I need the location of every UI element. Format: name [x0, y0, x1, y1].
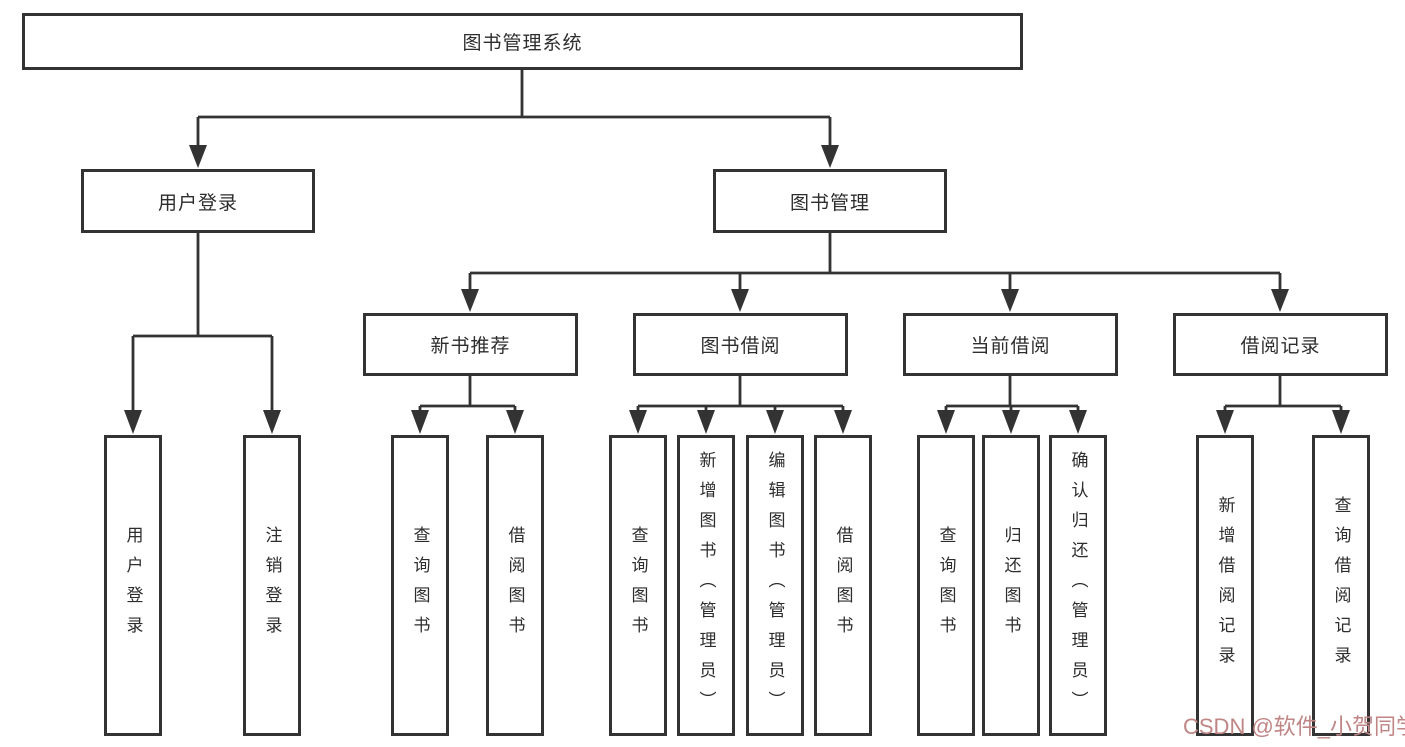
- node-label: 用户登录: [157, 192, 238, 214]
- node-library-management-system: 图书管理系统: [22, 13, 1023, 70]
- leaf-query-books-borrow: 查询图书: [609, 435, 667, 736]
- arrowhead: [697, 410, 715, 434]
- node-label: 确认归还（管理员）: [1068, 450, 1088, 721]
- arrowhead: [766, 410, 784, 434]
- node-label: 新增图书（管理员）: [696, 450, 716, 721]
- leaf-user-login: 用户登录: [104, 435, 162, 736]
- arrowhead: [263, 410, 281, 434]
- node-label: 新增借阅记录: [1215, 495, 1235, 676]
- arrowhead: [1216, 410, 1234, 434]
- leaf-query-borrow-record: 查询借阅记录: [1312, 435, 1370, 736]
- arrowhead: [1069, 410, 1087, 434]
- arrowhead: [124, 410, 142, 434]
- node-label: 新书推荐: [430, 336, 511, 357]
- node-label: 借阅图书: [505, 525, 525, 646]
- node-book-management: 图书管理: [713, 169, 947, 233]
- arrowhead: [461, 289, 479, 312]
- connector-current-borrow-split: [944, 376, 1080, 414]
- node-label: 当前借阅: [970, 336, 1051, 357]
- node-label: 查询图书: [410, 525, 430, 646]
- node-current-borrow: 当前借阅: [903, 313, 1118, 376]
- arrowhead: [1332, 410, 1350, 434]
- node-book-borrow: 图书借阅: [633, 313, 848, 376]
- arrowheads: [124, 145, 1350, 434]
- connector-book-borrow-split: [636, 376, 845, 414]
- node-borrow-record: 借阅记录: [1173, 313, 1388, 376]
- csdn-watermark: CSDN @软件_小贺同学: [1183, 714, 1405, 739]
- leaf-add-borrow-record: 新增借阅记录: [1196, 435, 1254, 736]
- arrowhead: [937, 410, 955, 434]
- node-label: 查询借阅记录: [1331, 495, 1351, 676]
- arrowhead: [1271, 289, 1289, 312]
- leaf-query-books-recommend: 查询图书: [391, 435, 449, 736]
- leaf-return-books: 归还图书: [982, 435, 1040, 736]
- leaf-logout: 注销登录: [243, 435, 301, 736]
- node-label: 图书管理系统: [462, 33, 583, 54]
- connector-user-login-split: [131, 233, 274, 412]
- leaf-borrow-books-recommend: 借阅图书: [486, 435, 544, 736]
- node-label: 图书借阅: [700, 336, 781, 357]
- node-label: 查询图书: [628, 525, 648, 646]
- node-user-login: 用户登录: [81, 169, 315, 233]
- connector-new-book-split: [418, 376, 517, 414]
- connector-book-mgmt-split: [468, 233, 1282, 290]
- node-label: 用户登录: [123, 525, 143, 646]
- connector-root-to-level2: [196, 70, 832, 146]
- arrowhead: [1002, 410, 1020, 434]
- node-label: 归还图书: [1001, 525, 1021, 646]
- arrowhead: [1001, 289, 1019, 312]
- arrowhead: [821, 145, 839, 168]
- leaf-edit-books-admin: 编辑图书（管理员）: [746, 435, 804, 736]
- node-label: 查询图书: [936, 525, 956, 646]
- arrowhead: [834, 410, 852, 434]
- leaf-borrow-books: 借阅图书: [814, 435, 872, 736]
- arrowhead: [506, 410, 524, 434]
- arrowhead: [411, 410, 429, 434]
- arrowhead: [731, 289, 749, 312]
- leaf-query-books-current: 查询图书: [917, 435, 975, 736]
- node-label: 编辑图书（管理员）: [765, 450, 785, 721]
- leaf-add-books-admin: 新增图书（管理员）: [677, 435, 735, 736]
- node-label: 图书管理: [789, 192, 870, 214]
- node-label: 借阅记录: [1240, 336, 1321, 357]
- arrowhead: [189, 145, 207, 168]
- arrowhead: [629, 410, 647, 434]
- node-label: 注销登录: [262, 525, 282, 646]
- leaf-confirm-return-admin: 确认归还（管理员）: [1049, 435, 1107, 736]
- node-label: 借阅图书: [833, 525, 853, 646]
- node-new-book-recommend: 新书推荐: [363, 313, 578, 376]
- connector-borrow-record-split: [1223, 376, 1343, 414]
